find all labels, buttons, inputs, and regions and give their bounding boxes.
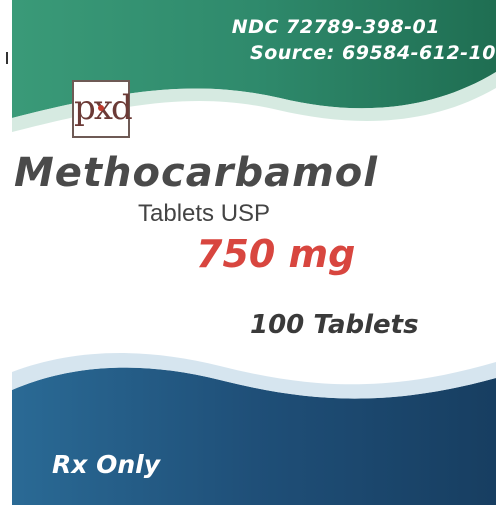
pxd-logo-icon: pxd [72, 80, 133, 138]
edge-tick-mark [6, 52, 8, 64]
bottom-band [12, 367, 496, 505]
tablet-count: 100 Tablets [250, 310, 419, 340]
label-left-edge [0, 0, 12, 505]
bottom-band-highlight [12, 353, 496, 399]
top-band [12, 0, 496, 118]
drug-strength: 750 mg [196, 232, 356, 276]
dosage-form: Tablets USP [138, 200, 271, 227]
logo-dot [98, 105, 104, 111]
drug-name: Methocarbamol [14, 150, 378, 196]
ndc-number: NDC 72789-398-01 [231, 16, 440, 38]
rx-only-label: Rx Only [52, 450, 160, 479]
source-number: Source: 69584-612-10 [250, 42, 496, 64]
top-band-highlight [12, 72, 496, 132]
